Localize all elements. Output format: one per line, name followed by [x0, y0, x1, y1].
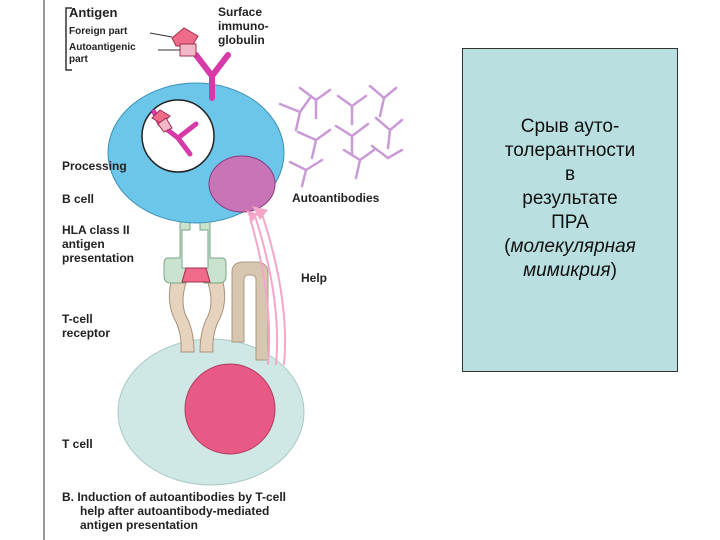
- info-line-6-open: (: [504, 236, 511, 257]
- info-line-4: результате: [522, 188, 618, 209]
- info-line-3: в: [564, 164, 576, 185]
- help-bar: [231, 261, 269, 361]
- surface-ig-label-3: globulin: [218, 33, 265, 47]
- t-cell-label: T cell: [62, 437, 93, 451]
- hla-label-2: antigen: [62, 237, 105, 251]
- info-line-1: Срыв ауто-: [520, 116, 620, 137]
- presented-peptide: [181, 267, 211, 283]
- surface-ig-label-1: Surface: [218, 5, 263, 19]
- info-line-7-close: ): [610, 260, 617, 281]
- caption-line-2: help after autoantibody-mediated: [80, 504, 270, 518]
- info-line-5: ПРА: [551, 212, 589, 233]
- hla-label-1: HLA class II: [62, 223, 130, 237]
- caption-line-3: antigen presentation: [80, 518, 199, 532]
- info-box: Срыв ауто- толерантности в результате ПР…: [462, 48, 678, 372]
- info-line-7: мимикрия): [463, 259, 677, 283]
- processing-label: Processing: [62, 159, 127, 173]
- info-text: Срыв ауто- толерантности в результате ПР…: [463, 115, 677, 283]
- caption-line-1: B. Induction of autoantibodies by T-cell: [62, 490, 287, 504]
- t-cell-receptor: [168, 281, 226, 353]
- tcr-label-2: receptor: [62, 326, 111, 340]
- foreign-part-pointer: [149, 32, 173, 38]
- legend-bracket: [65, 7, 72, 71]
- legend-autoantigenic-part-label-2: part: [69, 54, 88, 65]
- info-line-2: толерантности: [504, 140, 636, 161]
- info-line-7-italic: мимикрия: [523, 260, 611, 281]
- legend-antigen-label: Antigen: [69, 5, 118, 20]
- secreted-autoantibodies: [278, 84, 404, 188]
- internalized-antigen: [151, 109, 173, 133]
- b-cell-nucleus: [208, 155, 276, 213]
- b-cell-label: B cell: [62, 192, 95, 206]
- legend-autoantigenic-part-label: Autoantigenic: [69, 42, 136, 53]
- t-cell-nucleus: [184, 363, 276, 455]
- tcr-label-1: T-cell: [62, 312, 93, 326]
- help-label: Help: [301, 271, 328, 285]
- info-line-6: (молекулярная: [463, 235, 677, 259]
- help-arrows: [249, 213, 287, 366]
- info-line-6-italic: молекулярная: [510, 236, 636, 257]
- help-arrowheads: [246, 206, 268, 222]
- surface-immunoglobulin-icon: [193, 52, 231, 101]
- antigen-icon: [171, 27, 199, 57]
- autoantibodies-label: Autoantibodies: [292, 191, 380, 205]
- hla-label-3: presentation: [62, 251, 135, 265]
- surface-ig-label-2: immuno-: [218, 19, 269, 33]
- legend-foreign-part-label: Foreign part: [69, 26, 128, 37]
